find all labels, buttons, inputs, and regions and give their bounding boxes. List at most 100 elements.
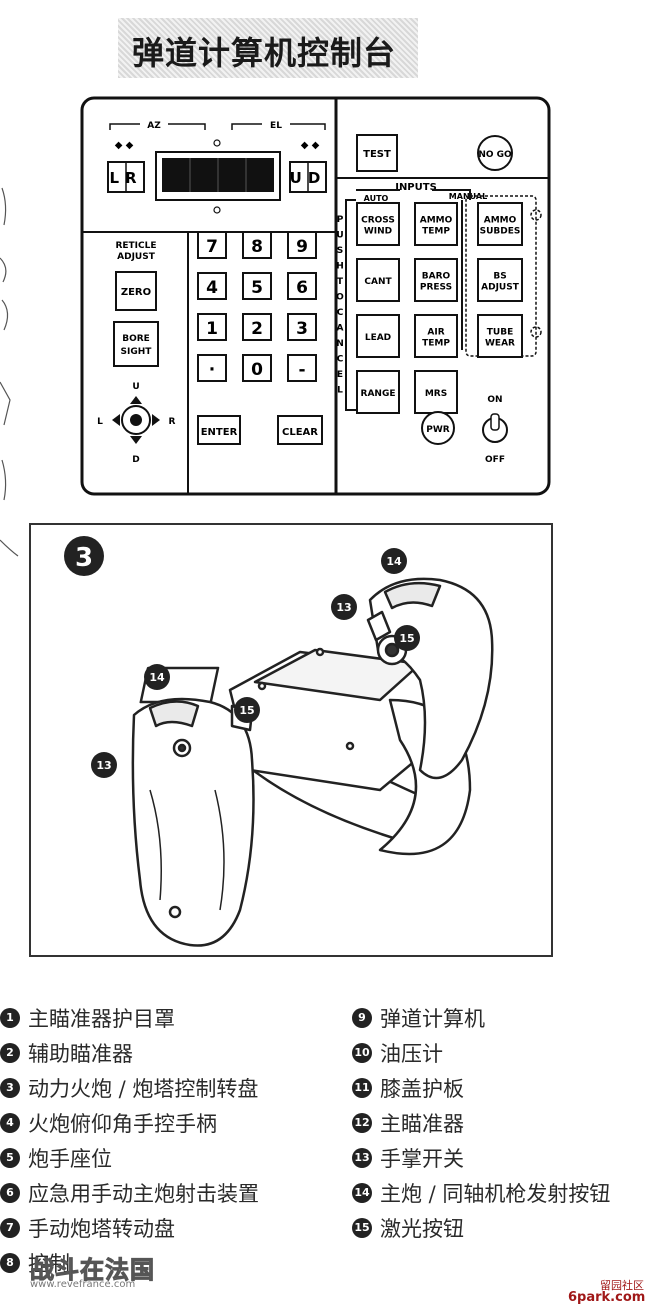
bore-sight-button[interactable]: BORE SIGHT xyxy=(113,321,159,367)
keypad-key[interactable]: · xyxy=(197,354,227,382)
keypad-key-label: 1 xyxy=(206,319,218,339)
keypad-key-label: 2 xyxy=(251,319,263,339)
input-button-label: ADJUST xyxy=(481,283,520,293)
push-cancel-letter: E xyxy=(337,370,343,380)
callout-13-right: 13 xyxy=(336,601,351,614)
callout-15-right: 15 xyxy=(399,632,414,645)
inputs-label: INPUTS xyxy=(395,182,437,193)
dpad-up-label: U xyxy=(132,382,139,392)
input-button-label: PRESS xyxy=(420,283,452,293)
keypad-key[interactable]: 3 xyxy=(287,313,317,341)
legend-number: 14 xyxy=(352,1182,372,1203)
legend-text: 手掌开关 xyxy=(380,1146,464,1171)
input-button[interactable]: CANT xyxy=(356,258,400,302)
lr-switch[interactable]: LR xyxy=(107,161,145,193)
keypad-key[interactable]: 9 xyxy=(287,231,317,259)
pwr-label: PWR xyxy=(426,425,450,435)
keypad-key[interactable]: 4 xyxy=(197,272,227,300)
input-button-label: CANT xyxy=(364,277,392,287)
legend-number: 7 xyxy=(0,1217,20,1238)
input-button[interactable]: RANGE xyxy=(356,370,400,414)
push-cancel-letter: N xyxy=(336,339,344,349)
brand-line-1: 留园社区 xyxy=(600,1279,644,1292)
bore-label: BORE xyxy=(122,334,150,344)
input-button-label: SUBDES xyxy=(480,227,521,237)
legend-number: 15 xyxy=(352,1217,372,1238)
input-button[interactable]: MRS xyxy=(414,370,458,414)
legend-number: 13 xyxy=(352,1147,372,1168)
keypad-key[interactable]: 0 xyxy=(242,354,272,382)
legend-text: 激光按钮 xyxy=(380,1216,464,1241)
keypad-key-label: 8 xyxy=(251,237,263,257)
off-label: OFF xyxy=(485,455,505,465)
keypad-key[interactable]: 7 xyxy=(197,231,227,259)
test-button[interactable]: TEST xyxy=(356,134,398,172)
ud-label: UD xyxy=(290,169,327,187)
legend-number: 12 xyxy=(352,1112,372,1133)
keypad-key[interactable]: 8 xyxy=(242,231,272,259)
push-cancel-letter: A xyxy=(337,324,344,334)
input-button-label: WEAR xyxy=(485,339,515,349)
push-cancel-letter: U xyxy=(336,231,343,241)
callout-13-left: 13 xyxy=(96,759,111,772)
az-label: AZ xyxy=(147,121,161,131)
push-cancel-letter: H xyxy=(336,262,344,272)
keypad-key-label: - xyxy=(298,360,305,380)
legend-text: 炮手座位 xyxy=(28,1146,112,1171)
input-button[interactable]: LEAD xyxy=(356,314,400,358)
input-button-label: AMMO xyxy=(484,216,517,226)
callout-14-left: 14 xyxy=(149,671,165,684)
keypad-key[interactable]: 6 xyxy=(287,272,317,300)
keypad-key[interactable]: 2 xyxy=(242,313,272,341)
keypad-key[interactable]: - xyxy=(287,354,317,382)
test-label: TEST xyxy=(363,149,391,160)
keypad-key[interactable]: 1 xyxy=(197,313,227,341)
input-button-label: AIR xyxy=(427,328,444,338)
brand-line-2: 6park.com xyxy=(568,1290,646,1305)
push-cancel-letter: T xyxy=(337,277,344,287)
enter-button[interactable]: ENTER xyxy=(197,415,241,445)
figure-number: 3 xyxy=(75,543,93,573)
legend-number: 3 xyxy=(0,1077,20,1098)
zero-button[interactable]: ZERO xyxy=(115,271,157,311)
margin-sketch xyxy=(0,187,19,557)
keypad-key[interactable]: 5 xyxy=(242,272,272,300)
legend-number: 11 xyxy=(352,1077,372,1098)
dpad-down-label: D xyxy=(132,455,139,465)
input-button-label: MRS xyxy=(425,389,447,399)
lr-label: LR xyxy=(109,169,142,187)
input-button-label: AMMO xyxy=(420,216,453,226)
reticle-dpad[interactable]: U D L R xyxy=(97,382,175,465)
legend-text: 辅助瞄准器 xyxy=(28,1041,133,1066)
legend-text: 主炮 / 同轴机枪发射按钮 xyxy=(380,1181,611,1206)
ud-switch[interactable]: UD xyxy=(289,161,327,193)
power-toggle-switch[interactable]: ON OFF xyxy=(482,395,508,465)
push-cancel-letter: C xyxy=(337,308,344,318)
input-button-label: BS xyxy=(493,272,506,282)
enter-label: ENTER xyxy=(201,427,238,438)
figure-number-badge: 3 xyxy=(64,536,104,576)
input-button-label: TEMP xyxy=(422,339,450,349)
clear-button[interactable]: CLEAR xyxy=(277,415,323,445)
keypad-key-label: 5 xyxy=(251,278,263,298)
keypad-key-label: 4 xyxy=(206,278,218,298)
auto-label: AUTO xyxy=(364,194,389,203)
legend-number: 9 xyxy=(352,1007,372,1028)
legend-number: 8 xyxy=(0,1252,20,1273)
